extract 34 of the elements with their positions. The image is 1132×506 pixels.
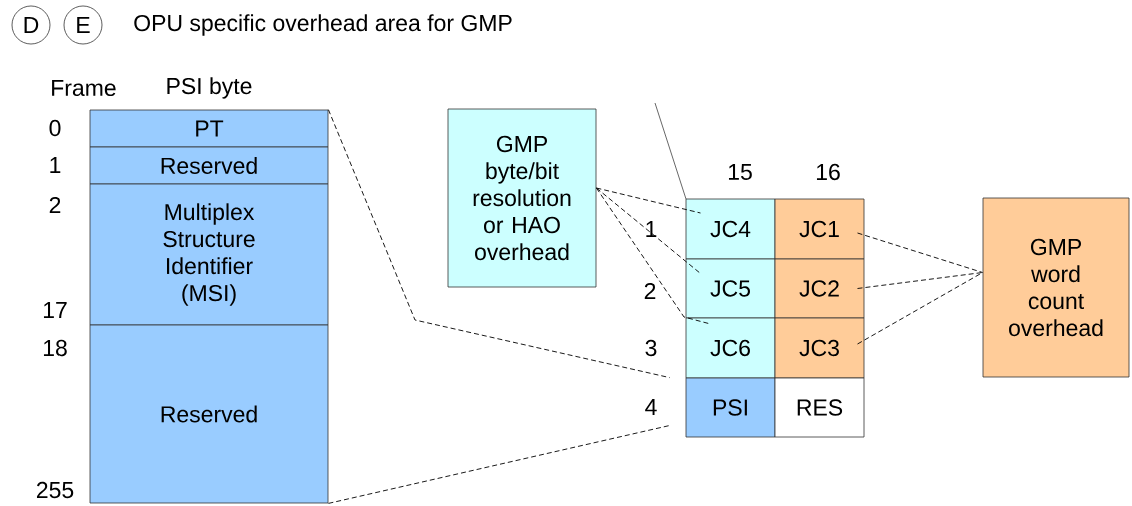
table-cell: JC4 xyxy=(685,198,776,260)
field-row: Reserved xyxy=(89,324,329,504)
table-cell: JC3 xyxy=(774,317,865,379)
table-cell: JC1 xyxy=(774,198,865,260)
field-row: Reserved xyxy=(89,146,329,185)
connector-line xyxy=(857,232,984,273)
frame-number: 17 xyxy=(43,302,67,318)
column-number: 15 xyxy=(728,164,752,180)
column-heading: Frame xyxy=(52,80,116,96)
frame-number: 0 xyxy=(49,119,61,137)
row-number: 3 xyxy=(645,339,657,357)
connector-line xyxy=(857,272,984,289)
table-cell: JC2 xyxy=(774,258,865,319)
column-heading: PSI byte xyxy=(167,77,252,99)
connector-line xyxy=(595,187,711,325)
connector-line xyxy=(595,187,701,274)
description-box: GMP word count overhead xyxy=(982,197,1130,378)
connector-line xyxy=(595,187,701,214)
frame-number: 18 xyxy=(43,339,67,357)
table-cell: JC6 xyxy=(685,317,776,379)
frame-number: 2 xyxy=(49,196,61,214)
title: OPU specific overhead area for GMP xyxy=(134,14,512,36)
column-number: 16 xyxy=(817,163,840,181)
field-row: PT xyxy=(89,109,329,148)
row-number: 2 xyxy=(644,282,656,300)
description-box: GMP byte/bit resolution or HAO overhead xyxy=(447,108,597,288)
row-number: 4 xyxy=(645,399,657,415)
connector-line xyxy=(327,109,671,379)
row-number: 1 xyxy=(646,221,657,237)
frame-number: 1 xyxy=(50,157,61,173)
table-cell: JC5 xyxy=(685,258,776,319)
table-cell: PSI xyxy=(685,377,776,438)
table-cell: RES xyxy=(774,377,865,438)
connector-line xyxy=(857,272,984,345)
